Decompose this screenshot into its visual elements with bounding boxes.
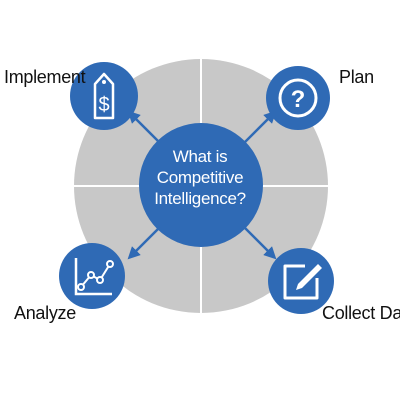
arrow-to-collect (243, 226, 277, 260)
arrow-to-analyze (127, 226, 161, 260)
price-tag-dollar-icon: $ (70, 62, 138, 130)
center-question: What is Competitive Intelligence? (140, 146, 260, 209)
stage-label-analyze: Analyze (14, 303, 76, 323)
stage-label-collect-data: Collect Data (322, 303, 400, 323)
stage-label-implement: Implement (4, 67, 86, 87)
line-chart-icon (59, 243, 125, 309)
svg-text:?: ? (291, 86, 306, 113)
svg-text:$: $ (98, 94, 109, 116)
center-circle (139, 123, 263, 247)
center-line-1: What is (172, 147, 228, 166)
arrow-to-implement (127, 110, 161, 144)
question-mark-icon: ? (266, 66, 330, 130)
arrow-to-plan (243, 110, 277, 144)
center-line-3: Intelligence? (154, 189, 246, 208)
center-line-2: Competitive (156, 168, 244, 187)
stage-label-plan: Plan (339, 67, 374, 87)
edit-pencil-icon (268, 248, 334, 314)
